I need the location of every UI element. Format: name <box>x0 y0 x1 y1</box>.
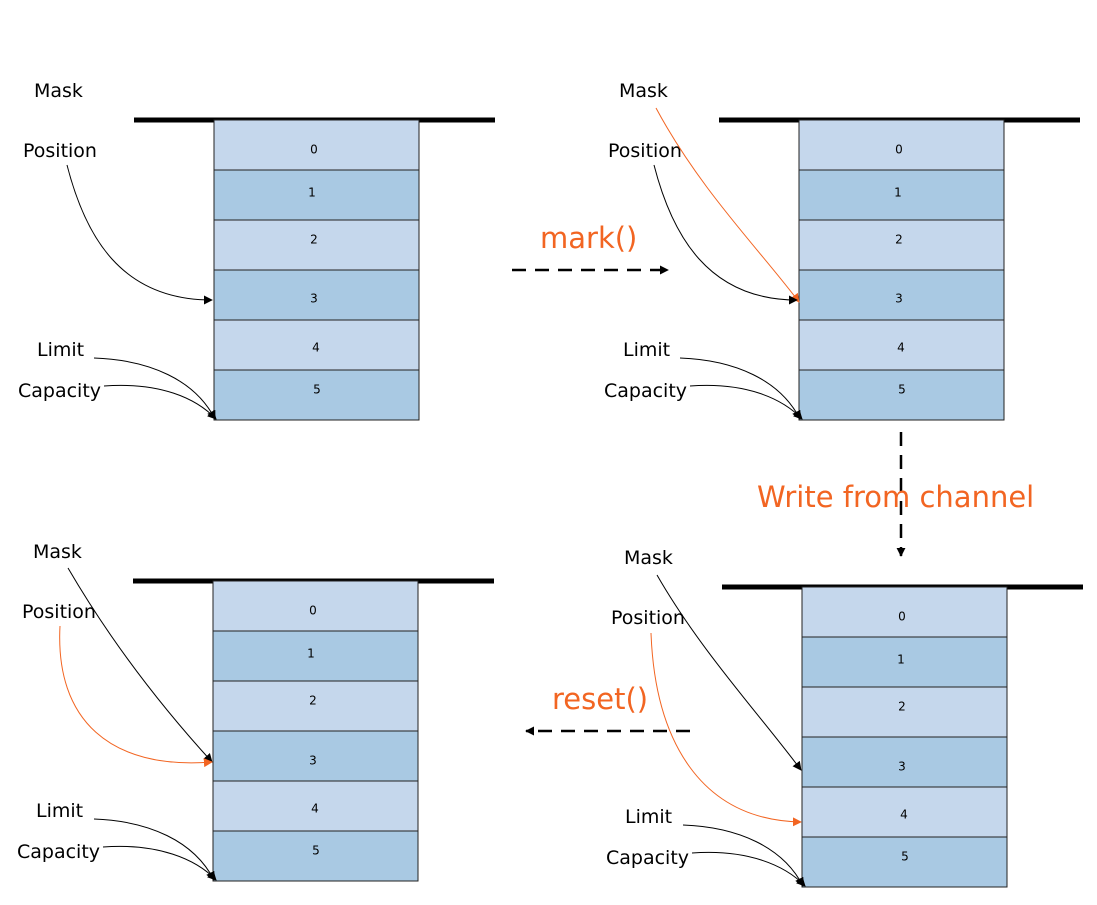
position-pointer-arrow <box>650 632 802 827</box>
buffer-cell <box>213 369 420 421</box>
capacity-pointer-arrow <box>102 845 217 881</box>
write-transition: Write from channel <box>757 432 1034 557</box>
capacity-pointer-arrow <box>689 384 803 420</box>
buffer-cell <box>798 219 1005 271</box>
capacity-pointer-arrow <box>103 384 217 420</box>
cell-index: 3 <box>898 760 906 774</box>
panel-after-mark: 0 1 2 3 4 5 Mask Position Limit Capacity <box>604 80 1080 421</box>
cell-index: 4 <box>311 802 319 816</box>
cell-index: 1 <box>897 653 905 667</box>
position-label: Position <box>22 601 96 623</box>
buffer-cell <box>212 580 419 632</box>
cell-index: 5 <box>313 383 321 397</box>
write-op-label: Write from channel <box>757 480 1034 514</box>
mask-label: Mask <box>34 80 83 102</box>
position-pointer-arrow <box>66 164 213 305</box>
limit-label: Limit <box>37 339 84 361</box>
limit-label: Limit <box>36 800 83 822</box>
position-label: Position <box>23 140 97 162</box>
cell-index: 0 <box>310 143 318 157</box>
limit-pointer-arrow <box>93 357 216 420</box>
limit-label: Limit <box>623 339 670 361</box>
buffer-cell <box>212 780 419 832</box>
cell-index: 3 <box>309 754 317 768</box>
cell-index: 3 <box>310 292 318 306</box>
cell-index: 2 <box>309 694 317 708</box>
buffer-cell <box>801 786 1008 838</box>
buffer-cells: 0 1 2 3 4 5 <box>798 119 1005 421</box>
position-label: Position <box>611 607 685 629</box>
cell-index: 0 <box>895 143 903 157</box>
capacity-label: Capacity <box>18 380 101 402</box>
position-pointer-arrow <box>653 164 798 305</box>
panel-after-reset: 0 1 2 3 4 5 Mask Position Limit Capacity <box>17 541 494 882</box>
reset-transition: reset() <box>525 682 690 736</box>
capacity-label: Capacity <box>606 847 689 869</box>
position-pointer-arrow <box>59 625 213 768</box>
limit-label: Limit <box>625 806 672 828</box>
capacity-pointer-arrow <box>691 851 806 887</box>
buffer-cell <box>798 269 1005 321</box>
cell-index: 4 <box>897 341 905 355</box>
buffer-cells: 0 1 2 3 4 5 <box>801 586 1008 888</box>
cell-index: 2 <box>310 233 318 247</box>
cell-index: 2 <box>895 233 903 247</box>
cell-index: 4 <box>312 341 320 355</box>
buffer-cell <box>213 319 420 371</box>
buffer-cell <box>212 630 419 682</box>
cell-index: 5 <box>312 844 320 858</box>
buffer-cells: 0 1 2 3 4 5 <box>213 119 420 421</box>
buffer-cell <box>798 119 1005 171</box>
buffer-cell <box>213 219 420 271</box>
capacity-label: Capacity <box>17 841 100 863</box>
cell-index: 1 <box>308 186 316 200</box>
panel-after-write: 0 1 2 3 4 5 Mask Position Limit Capacity <box>606 547 1083 888</box>
limit-pointer-arrow <box>679 357 801 420</box>
mask-label: Mask <box>33 541 82 563</box>
buffer-cell <box>212 830 419 882</box>
capacity-label: Capacity <box>604 380 687 402</box>
buffer-cell <box>212 680 419 732</box>
position-label: Position <box>608 140 682 162</box>
limit-pointer-arrow <box>93 818 215 881</box>
reset-op-label: reset() <box>552 682 648 716</box>
cell-index: 1 <box>307 647 315 661</box>
buffer-cell <box>801 586 1008 638</box>
buffer-cell <box>801 736 1008 788</box>
buffer-cell <box>213 169 420 221</box>
cell-index: 0 <box>898 610 906 624</box>
cell-index: 5 <box>901 850 909 864</box>
mask-pointer-arrow <box>655 107 800 303</box>
cell-index: 5 <box>898 383 906 397</box>
mask-label: Mask <box>619 80 668 102</box>
buffer-cell <box>798 369 1005 421</box>
mark-transition: mark() <box>512 221 669 275</box>
buffer-cell <box>801 686 1008 738</box>
mark-op-label: mark() <box>540 221 637 255</box>
buffer-cells: 0 1 2 3 4 5 <box>212 580 419 882</box>
buffer-cell <box>801 636 1008 688</box>
buffer-cell <box>801 836 1008 888</box>
buffer-cell <box>212 730 419 782</box>
cell-index: 1 <box>894 186 902 200</box>
buffer-cell <box>798 169 1005 221</box>
cell-index: 2 <box>898 700 906 714</box>
mask-label: Mask <box>624 547 673 569</box>
cell-index: 3 <box>895 292 903 306</box>
cell-index: 0 <box>309 604 317 618</box>
mask-pointer-arrow <box>656 574 802 771</box>
cell-index: 4 <box>900 808 908 822</box>
mask-pointer-arrow <box>67 567 213 763</box>
limit-pointer-arrow <box>682 824 804 887</box>
panel-initial: 0 1 2 3 4 5 Mask Position Limit Capacity <box>18 80 495 421</box>
